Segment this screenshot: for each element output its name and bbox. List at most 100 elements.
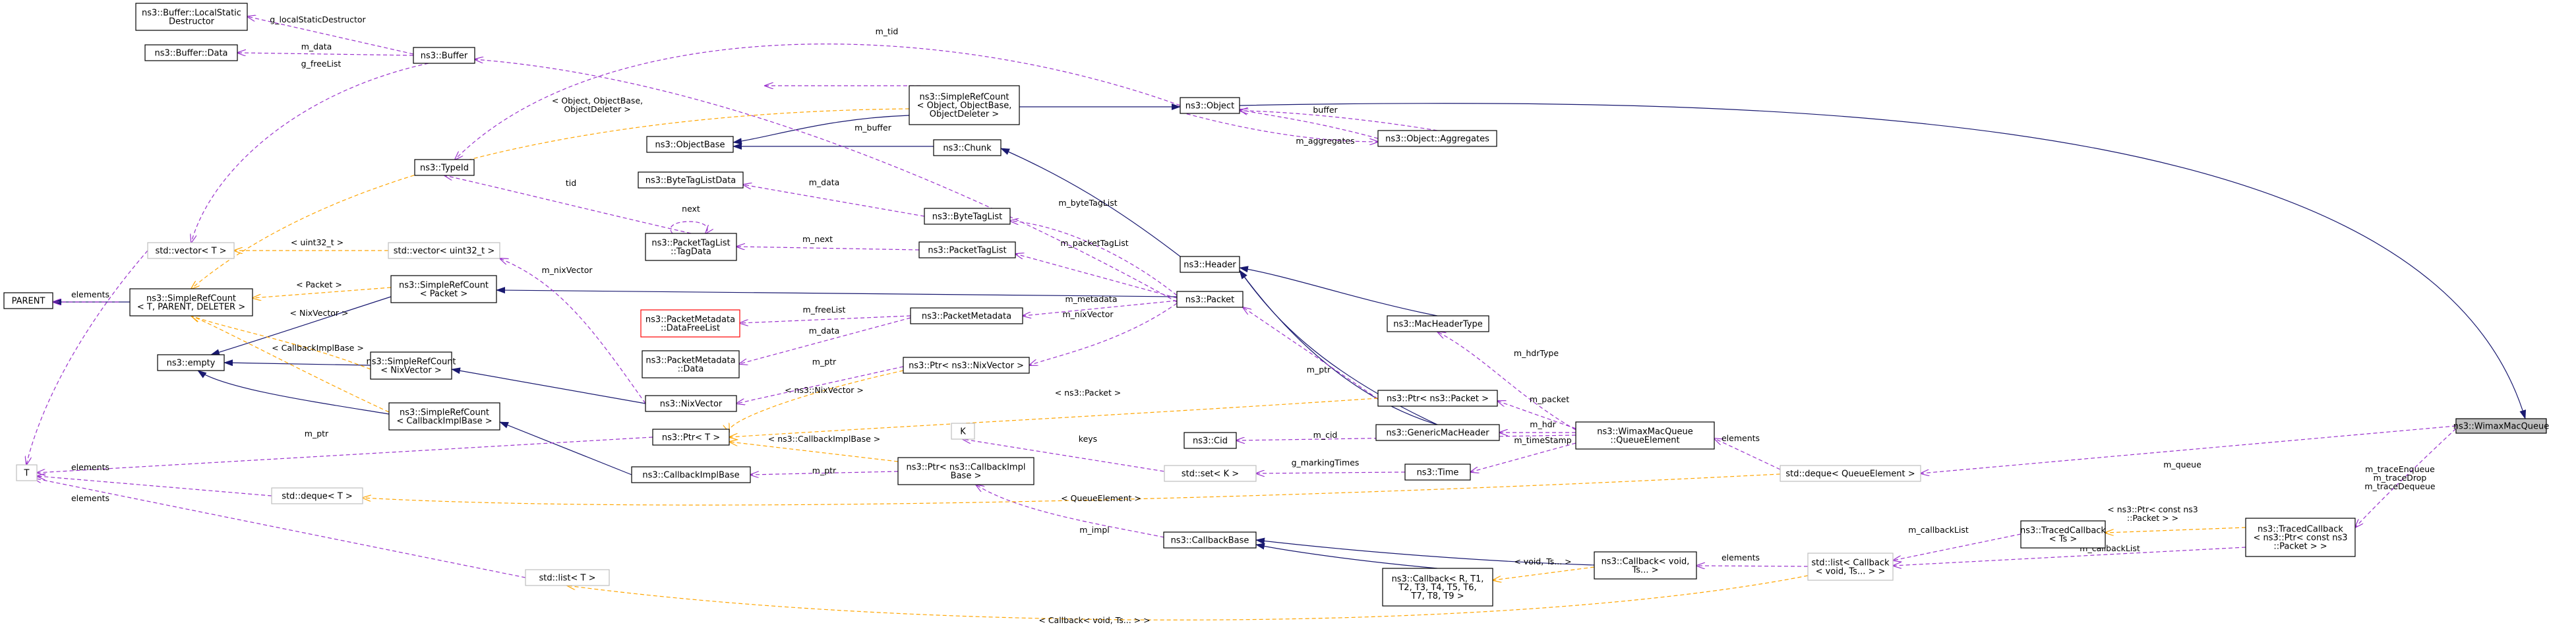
node-nix-vector[interactable]: ns3::NixVector — [645, 395, 737, 412]
node-traced-callback-ts[interactable]: ns3::TracedCallback< Ts > — [2020, 520, 2106, 549]
node-label: ns3::CallbackBase — [1171, 536, 1249, 546]
node-simple-ref-packet[interactable]: ns3::SimpleRefCount< Packet > — [390, 275, 497, 303]
node-byte-tag-list-data[interactable]: ns3::ByteTagListData — [638, 171, 744, 189]
node-simple-ref-object[interactable]: ns3::SimpleRefCount< Object, ObjectBase,… — [909, 85, 1020, 125]
node-t-param[interactable]: T — [16, 464, 38, 481]
template-instance-edge — [729, 370, 904, 432]
node-packet[interactable]: ns3::Packet — [1176, 291, 1243, 308]
edge-label-buffer-agg: buffer — [1313, 105, 1338, 115]
edge-label-m-data-buffer: m_data — [301, 42, 332, 51]
edge-label-g-freelist: g_freeList — [301, 59, 342, 69]
node-mac-header-type[interactable]: ns3::MacHeaderType — [1387, 315, 1489, 332]
node-deque-queue-element[interactable]: std::deque< QueueElement > — [1780, 465, 1921, 482]
node-header[interactable]: ns3::Header — [1180, 256, 1240, 273]
inheritance-edge — [224, 359, 371, 367]
node-label: ns3::Chunk — [943, 144, 992, 154]
node-packet-tag-list[interactable]: ns3::PacketTagList — [918, 241, 1016, 258]
node-deque-t[interactable]: std::deque< T > — [271, 487, 363, 504]
usage-edge — [1714, 438, 1781, 470]
inheritance-edge — [1239, 266, 1438, 316]
nodes-layer: ns3::WimaxMacQueuens3::Objectns3::Simple… — [3, 3, 2550, 607]
edge-label-m-data-meta: m_data — [809, 326, 840, 336]
node-label: ns3::Ptr< ns3::NixVector > — [909, 361, 1024, 371]
node-simple-ref-count[interactable]: ns3::SimpleRefCount< T, PARENT, DELETER … — [129, 288, 253, 316]
node-packet-tag-list-tagdata[interactable]: ns3::PacketTagList::TagData — [645, 233, 737, 261]
node-list-callback[interactable]: std::list< Callback< void, Ts... > > — [1807, 553, 1894, 581]
node-object-aggregates[interactable]: ns3::Object::Aggregates — [1377, 130, 1497, 147]
node-packet-metadata-data[interactable]: ns3::PacketMetadata::Data — [642, 350, 740, 378]
edge-label-template-void-ts: < void, Ts... > — [1514, 556, 1571, 566]
node-packet-metadata[interactable]: ns3::PacketMetadata — [910, 307, 1023, 324]
template-instance-edge — [191, 316, 371, 370]
node-simple-ref-callback[interactable]: ns3::SimpleRefCount< CallbackImplBase > — [388, 402, 500, 431]
node-buffer-data[interactable]: ns3::Buffer::Data — [144, 44, 238, 61]
edge-label-m-buffer: m_buffer — [854, 123, 892, 133]
usage-edge — [475, 59, 1178, 303]
usage-edge — [1180, 111, 1378, 142]
usage-edge — [247, 16, 414, 55]
node-set-k[interactable]: std::set< K > — [1164, 465, 1257, 482]
edge-label-template-callback-impl: < CallbackImplBase > — [272, 343, 364, 353]
node-time[interactable]: ns3::Time — [1404, 464, 1471, 481]
node-callback-base[interactable]: ns3::CallbackBase — [1163, 531, 1257, 549]
node-generic-mac-header[interactable]: ns3::GenericMacHeader — [1375, 424, 1500, 441]
inheritance-edge — [451, 367, 646, 404]
node-type-id[interactable]: ns3::TypeId — [414, 159, 475, 176]
edge-label-template-uint: < uint32_t > — [291, 237, 344, 247]
node-k-param[interactable]: K — [951, 423, 975, 440]
node-callback-generic[interactable]: ns3::Callback< R, T1,T2, T3, T4, T5, T6,… — [1382, 568, 1493, 607]
node-simple-ref-nix[interactable]: ns3::SimpleRefCount< NixVector > — [366, 351, 456, 380]
edge-label-keys: keys — [1079, 434, 1097, 444]
inheritance-edge — [1255, 543, 1438, 569]
inheritance-edge — [733, 115, 910, 145]
usage-edge — [1015, 254, 1178, 299]
edge-label-m-queue: m_queue — [2163, 460, 2202, 469]
node-empty[interactable]: ns3::empty — [157, 354, 225, 371]
usage-edge — [750, 471, 899, 475]
usage-edge — [2355, 428, 2457, 527]
template-instance-edge — [191, 316, 390, 413]
node-ptr-t[interactable]: ns3::Ptr< T > — [652, 429, 730, 446]
edge-label-elements-callback: elements — [1722, 553, 1760, 562]
node-label: ns3::Ptr< ns3::Packet > — [1387, 394, 1489, 404]
edge-label-m-data-bytetag: m_data — [809, 177, 840, 187]
node-vector-uint[interactable]: std::vector< uint32_t > — [388, 242, 500, 259]
edge-label-m-next: m_next — [802, 234, 833, 244]
node-cid[interactable]: ns3::Cid — [1183, 432, 1237, 449]
node-parent[interactable]: PARENT — [3, 292, 53, 309]
edge-label-template-queue-element: < QueueElement > — [1061, 493, 1141, 503]
edge-label-m-nix-vector-label: m_nixVector — [541, 265, 593, 275]
node-buffer[interactable]: ns3::Buffer — [413, 47, 475, 64]
edge-label-m-packet: m_packet — [1530, 394, 1569, 404]
node-wimax-mac-queue[interactable]: ns3::WimaxMacQueue — [2453, 418, 2550, 434]
usage-edge — [736, 247, 920, 251]
usage-edge — [1243, 307, 1379, 400]
edge-label-m-cid: m_cid — [1313, 430, 1338, 440]
node-vector-t[interactable]: std::vector< T > — [147, 242, 235, 259]
node-label: ns3::PacketMetadata::Data — [645, 356, 735, 375]
node-callback-void[interactable]: ns3::Callback< void,Ts... > — [1594, 551, 1697, 580]
node-list-t[interactable]: std::list< T > — [525, 569, 610, 586]
inheritance-edge — [1000, 148, 1181, 257]
node-metadata-freelist[interactable]: ns3::PacketMetadata::DataFreeList — [640, 309, 740, 338]
node-callback-impl-base[interactable]: ns3::CallbackImplBase — [631, 466, 751, 483]
node-label: ns3::WimaxMacQueue::QueueElement — [1597, 427, 1693, 446]
node-object[interactable]: ns3::Object — [1180, 97, 1240, 114]
node-queue-element[interactable]: ns3::WimaxMacQueue::QueueElement — [1575, 421, 1715, 450]
edge-label-template-object: < Object, ObjectBase,ObjectDeleter > — [552, 96, 643, 114]
node-ptr-nixvector[interactable]: ns3::Ptr< ns3::NixVector > — [903, 357, 1030, 374]
node-traced-callback-packet[interactable]: ns3::TracedCallback< ns3::Ptr< const ns3… — [2245, 518, 2356, 557]
usage-edge — [1010, 221, 1178, 296]
node-object-base[interactable]: ns3::ObjectBase — [646, 136, 734, 153]
node-chunk[interactable]: ns3::Chunk — [933, 139, 1002, 156]
node-byte-tag-list[interactable]: ns3::ByteTagList — [924, 208, 1011, 225]
node-ptr-packet[interactable]: ns3::Ptr< ns3::Packet > — [1377, 390, 1498, 407]
node-label: ns3::PacketMetadata — [922, 312, 1011, 322]
node-label: ns3::Buffer::Data — [154, 49, 227, 59]
node-label: ns3::TracedCallback< Ts > — [2020, 526, 2106, 545]
node-label: ns3::ByteTagList — [932, 212, 1002, 222]
